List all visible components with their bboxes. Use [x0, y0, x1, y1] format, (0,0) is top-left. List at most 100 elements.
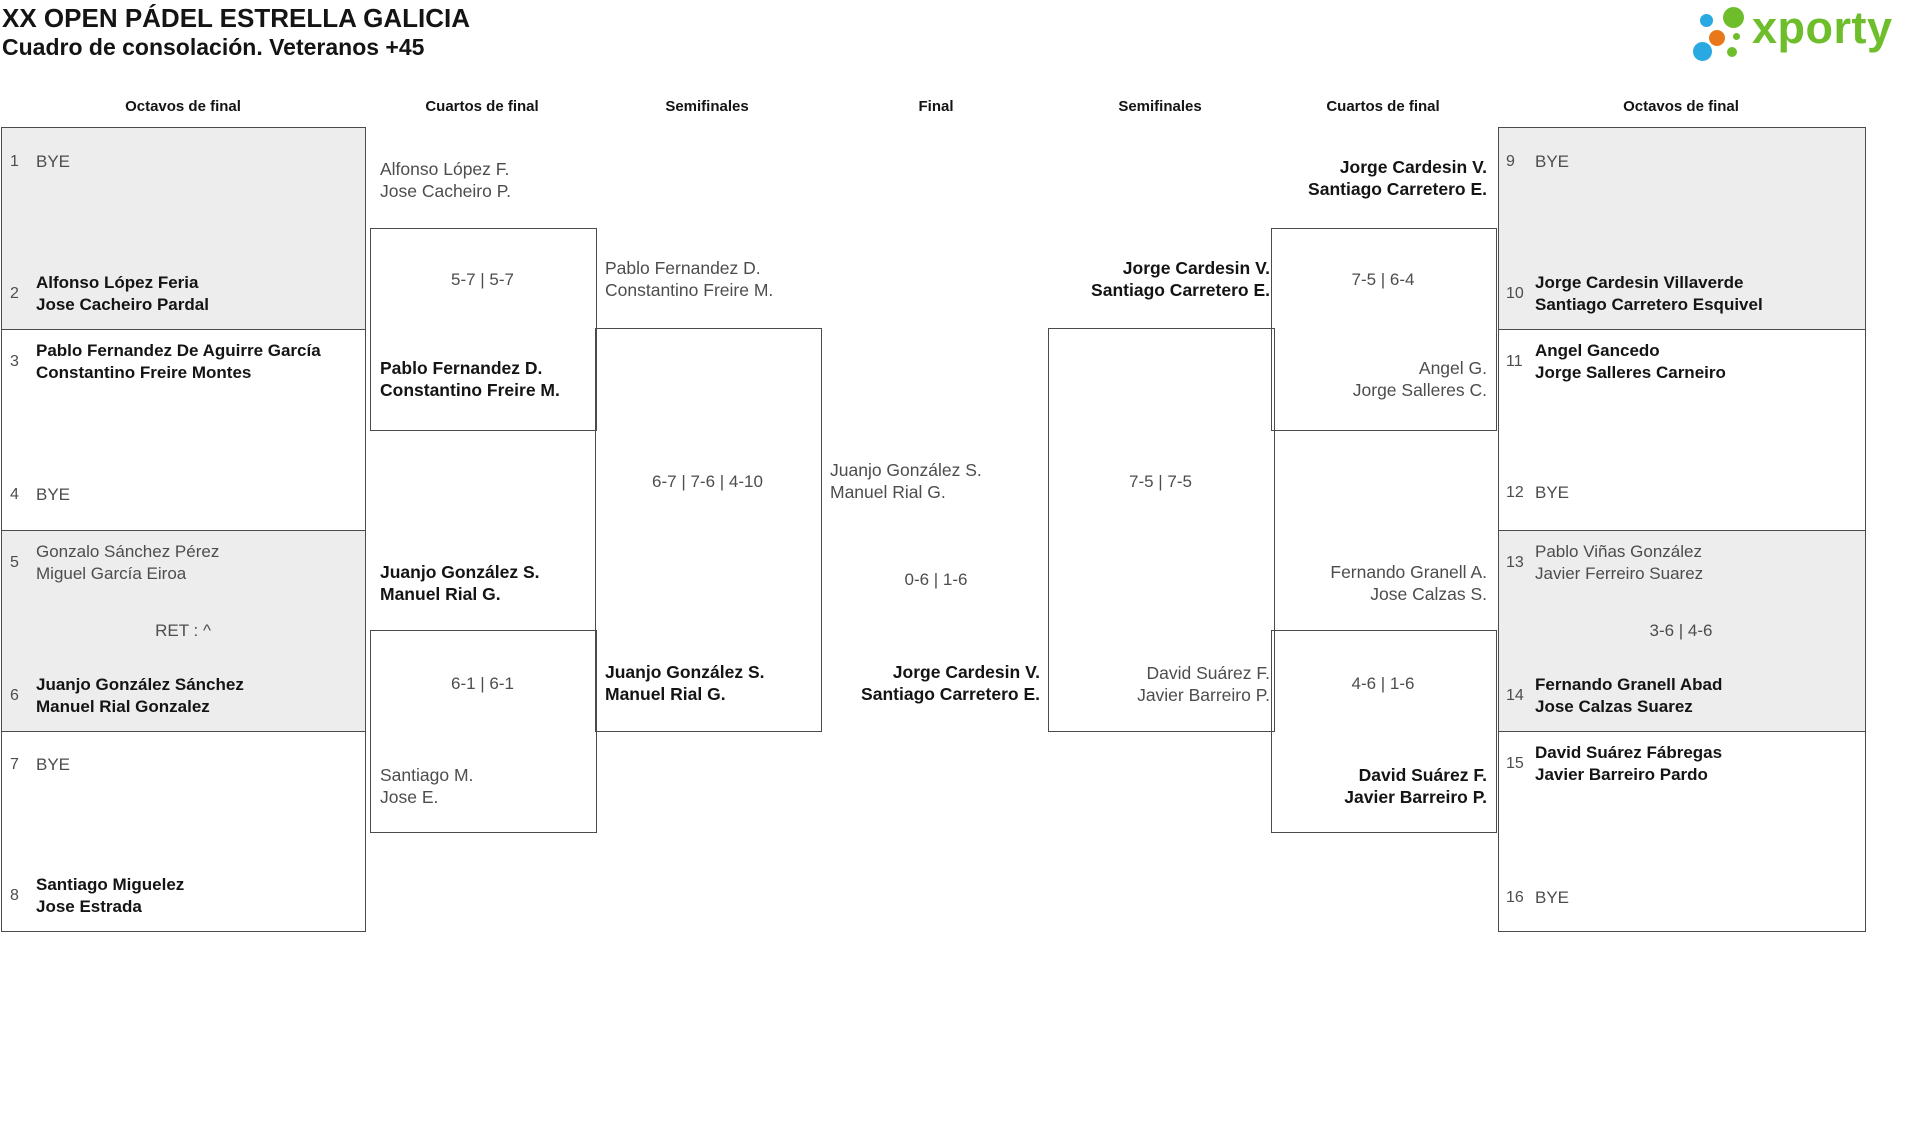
seed-number: 1 [10, 153, 19, 170]
seed-entry-14: 14 Fernando Granell Abad Jose Calzas Sua… [1506, 674, 1722, 718]
team-name: BYE [1535, 152, 1570, 171]
match-team-bottom: Juanjo González S. Manuel Rial G. [605, 661, 764, 705]
team-player-2: Javier Barreiro P. [1344, 787, 1487, 807]
seed-entry-13: 13 Pablo Viñas González Javier Ferreiro … [1506, 541, 1703, 585]
team-player-2: Manuel Rial G. [605, 684, 726, 704]
team-player-2: Manuel Rial G. [830, 482, 946, 502]
round-header-r16-left: Octavos de final [125, 98, 241, 115]
team-player-1: Jorge Cardesin V. [892, 662, 1040, 682]
team-player-1: Juanjo González S. [605, 662, 765, 682]
team-player-2: Santiago Carretero E. [1308, 179, 1487, 199]
team-player-2: Jose Cacheiro Pardal [36, 295, 209, 314]
team-player-1: Pablo Fernandez D. [380, 358, 543, 378]
block-divider [1499, 731, 1865, 732]
team-player-1: Alfonso López F. [380, 159, 510, 179]
team-name: BYE [1535, 888, 1570, 907]
team-player-1: Gonzalo Sánchez Pérez [36, 542, 220, 561]
final-team-left: Juanjo González S. Manuel Rial G. [830, 459, 982, 503]
shaded-block [2, 530, 365, 731]
logo-dot-icon [1733, 33, 1740, 40]
retirement-note: RET : ^ [155, 621, 211, 640]
match-team-top: Alfonso López F. Jose Cacheiro P. [380, 158, 511, 202]
team-player-2: Javier Barreiro P. [1137, 685, 1270, 705]
team-player-1: Jorge Cardesin V. [1122, 258, 1270, 278]
block-divider [2, 731, 365, 732]
seed-number: 9 [1506, 153, 1515, 170]
match-team-top: Juanjo González S. Manuel Rial G. [380, 561, 539, 605]
team-player-2: Constantino Freire Montes [36, 363, 252, 382]
round-header-qf-left: Cuartos de final [425, 98, 539, 115]
team-player-1: Juanjo González S. [830, 460, 982, 480]
seed-entry-12: 12 BYE [1506, 482, 1569, 504]
r16-right-box [1498, 127, 1866, 932]
seed-number: 7 [10, 756, 19, 773]
match-team-top: Pablo Fernandez D. Constantino Freire M. [605, 257, 773, 301]
team-player-2: Jose E. [380, 787, 439, 807]
seed-number: 5 [10, 554, 19, 571]
shaded-block [1499, 530, 1865, 731]
logo-dot-icon [1700, 14, 1713, 27]
team-player-1: Jorge Cardesin V. [1339, 157, 1487, 177]
block-divider [1499, 530, 1865, 531]
seed-number: 8 [10, 887, 19, 904]
team-player-1: Pablo Fernandez De Aguirre García [36, 341, 321, 360]
shaded-block [2, 128, 365, 329]
team-player-2: Jorge Salleres Carneiro [1535, 363, 1726, 382]
match-team-top: Fernando Granell A. Jose Calzas S. [1237, 561, 1487, 605]
team-player-1: David Suárez F. [1358, 765, 1487, 785]
final-winner: Jorge Cardesin V. Santiago Carretero E. [790, 661, 1040, 705]
team-player-1: Santiago M. [380, 765, 474, 785]
seed-number: 6 [10, 687, 19, 704]
seed-entry-3: 3 Pablo Fernandez De Aguirre García Cons… [10, 340, 321, 384]
qf-left-top-box [370, 228, 597, 431]
sf-right-box [1048, 328, 1275, 732]
seed-entry-1: 1 BYE [10, 151, 70, 173]
team-player-1: Alfonso López Feria [36, 273, 199, 292]
match-team-bottom: Angel G. Jorge Salleres C. [1237, 357, 1487, 401]
seed-entry-7: 7 BYE [10, 754, 70, 776]
seed-number: 3 [10, 353, 19, 370]
match-team-bottom: David Suárez F. Javier Barreiro P. [1237, 764, 1487, 808]
team-player-1: Angel G. [1418, 358, 1487, 378]
match-team-bottom: Santiago M. Jose E. [380, 764, 473, 808]
page-title: XX OPEN PÁDEL ESTRELLA GALICIA [2, 3, 471, 33]
seed-entry-2: 2 Alfonso López Feria Jose Cacheiro Pard… [10, 272, 209, 316]
sf-left-box [595, 328, 822, 732]
team-player-1: Santiago Miguelez [36, 875, 185, 894]
match-score: 6-7 | 7-6 | 4-10 [652, 472, 763, 491]
seed-entry-16: 16 BYE [1506, 887, 1569, 909]
team-player-1: Fernando Granell A. [1330, 562, 1487, 582]
team-name: BYE [36, 485, 71, 504]
team-player-2: Santiago Carretero E. [861, 684, 1040, 704]
logo-dot-icon [1723, 7, 1744, 28]
logo-dot-icon [1709, 30, 1725, 46]
match-score: 7-5 | 6-4 [1351, 270, 1415, 289]
seed-number: 13 [1506, 554, 1524, 571]
round-header-sf-right: Semifinales [1118, 98, 1202, 115]
page-subtitle: Cuadro de consolación. Veteranos +45 [2, 34, 425, 60]
match-team-bottom: Pablo Fernandez D. Constantino Freire M. [380, 357, 560, 401]
team-name: BYE [36, 755, 71, 774]
match-score: 4-6 | 1-6 [1351, 674, 1415, 693]
round-header-qf-right: Cuartos de final [1326, 98, 1440, 115]
logo-wordmark: xporty [1752, 2, 1893, 53]
team-player-1: Pablo Fernandez D. [605, 258, 761, 278]
seed-entry-15: 15 David Suárez Fábregas Javier Barreiro… [1506, 742, 1722, 786]
seed-number: 12 [1506, 484, 1524, 501]
round-header-r16-right: Octavos de final [1623, 98, 1739, 115]
final-score: 0-6 | 1-6 [904, 570, 968, 589]
qf-right-bottom-box [1271, 630, 1497, 833]
team-player-1: Juanjo González S. [380, 562, 540, 582]
match-score: 7-5 | 7-5 [1128, 472, 1192, 491]
team-player-2: Manuel Rial G. [380, 584, 501, 604]
team-player-2: Santiago Carretero E. [1091, 280, 1270, 300]
team-player-2: Miguel García Eiroa [36, 564, 187, 583]
seed-number: 15 [1506, 755, 1524, 772]
seed-entry-11: 11 Angel Gancedo Jorge Salleres Carneiro [1506, 340, 1726, 384]
match-score: 5-7 | 5-7 [450, 270, 514, 289]
seed-entry-10: 10 Jorge Cardesin Villaverde Santiago Ca… [1506, 272, 1763, 316]
seed-entry-4: 4 BYE [10, 484, 70, 506]
team-player-1: Pablo Viñas González [1535, 542, 1702, 561]
team-player-1: Angel Gancedo [1535, 341, 1660, 360]
